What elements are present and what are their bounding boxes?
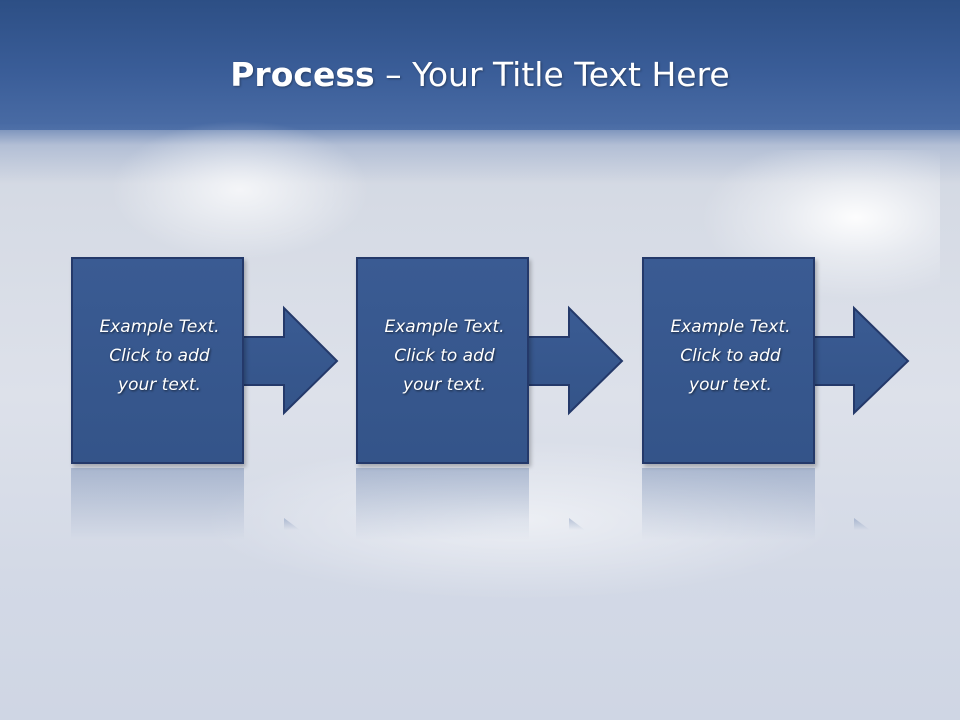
- arrow-2-reflection: [569, 518, 585, 530]
- step-box-3[interactable]: Example Text. Click to add your text.: [642, 257, 815, 464]
- title-rest: – Your Title Text Here: [374, 55, 730, 94]
- light-glow-left: [110, 120, 370, 260]
- arrow-2: [527, 305, 624, 416]
- title-bold: Process: [230, 55, 375, 94]
- step-text-3[interactable]: Example Text. Click to add your text.: [670, 317, 791, 395]
- step-box-1[interactable]: Example Text. Click to add your text.: [71, 257, 244, 464]
- arrow-3-reflection: [854, 518, 870, 530]
- title-banner: [0, 0, 960, 130]
- arrow-1-reflection: [284, 518, 300, 530]
- arrow-1: [242, 305, 339, 416]
- floor-glow: [200, 440, 840, 600]
- step-box-2-reflection: [356, 468, 529, 548]
- slide-title[interactable]: Process – Your Title Text Here: [0, 55, 960, 95]
- step-box-3-reflection: [642, 468, 815, 548]
- step-box-1-reflection: [71, 468, 244, 548]
- step-text-2[interactable]: Example Text. Click to add your text.: [384, 317, 505, 395]
- step-text-1[interactable]: Example Text. Click to add your text.: [99, 317, 220, 395]
- arrow-3: [812, 305, 910, 416]
- step-box-2[interactable]: Example Text. Click to add your text.: [356, 257, 529, 464]
